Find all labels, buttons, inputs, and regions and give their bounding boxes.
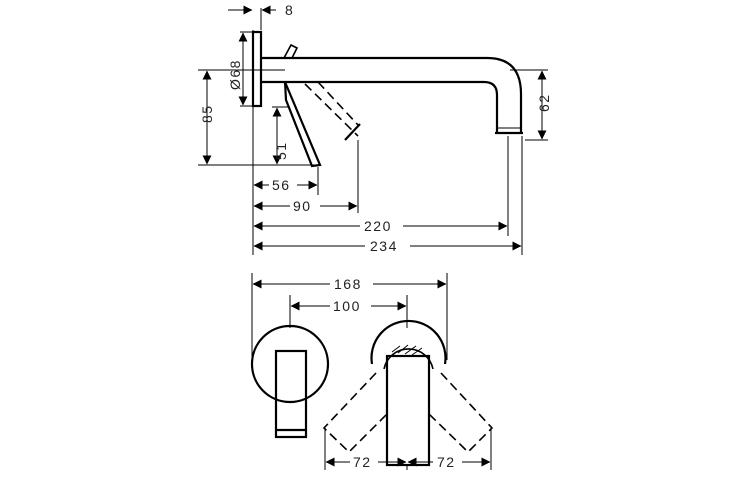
label-total-projection: 234 — [370, 238, 398, 254]
handle-front — [385, 354, 431, 467]
handle-swung — [304, 81, 359, 137]
extension-lines — [198, 8, 548, 255]
dim-handle-swing-depth: 90 — [253, 198, 358, 214]
handle-rotated-right — [428, 372, 494, 454]
dim-center-spacing: 100 — [290, 298, 407, 314]
handle — [283, 81, 322, 168]
dim-total-projection: 234 — [253, 238, 522, 254]
label-swing-left: 72 — [353, 454, 372, 470]
label-plate-diameter: Ø68 — [227, 59, 243, 90]
dim-plate-spacing: 168 — [252, 276, 447, 292]
wall-plate — [251, 30, 263, 108]
dim-swing-left: 72 — [325, 454, 407, 470]
label-spout-projection: 220 — [364, 218, 392, 234]
label-handle-swing-depth: 90 — [293, 198, 312, 214]
label-handle-rise: 51 — [273, 141, 289, 160]
label-spout-height: 62 — [536, 93, 552, 112]
dim-spout-height: 62 — [536, 70, 552, 140]
dim-swing-right: 72 — [407, 454, 491, 470]
front-extension-lines — [251, 273, 492, 470]
dim-handle-rise: 51 — [272, 107, 289, 165]
spout — [261, 56, 523, 133]
label-plate-spacing: 168 — [334, 276, 362, 292]
left-rosette — [250, 324, 330, 404]
label-swing-right: 72 — [437, 454, 456, 470]
left-spout — [274, 349, 308, 439]
dim-handle-depth: 56 — [253, 177, 318, 193]
front-view: 168 100 72 72 — [250, 273, 494, 470]
dim-plate-thickness: 8 — [228, 2, 294, 18]
dim-spout-projection: 220 — [253, 218, 508, 234]
right-rosette — [370, 319, 447, 365]
side-view: 8 Ø68 85 51 62 56 — [198, 2, 552, 255]
handle-rotated-left — [322, 372, 388, 454]
dim-handle-height: 85 — [199, 70, 215, 165]
label-plate-thickness: 8 — [285, 2, 294, 18]
label-handle-height: 85 — [199, 104, 215, 123]
label-center-spacing: 100 — [333, 298, 361, 314]
lever-top — [283, 43, 299, 59]
dim-plate-diameter: Ø68 — [227, 32, 248, 106]
label-handle-depth: 56 — [272, 177, 291, 193]
rosette-hatch — [391, 344, 423, 356]
